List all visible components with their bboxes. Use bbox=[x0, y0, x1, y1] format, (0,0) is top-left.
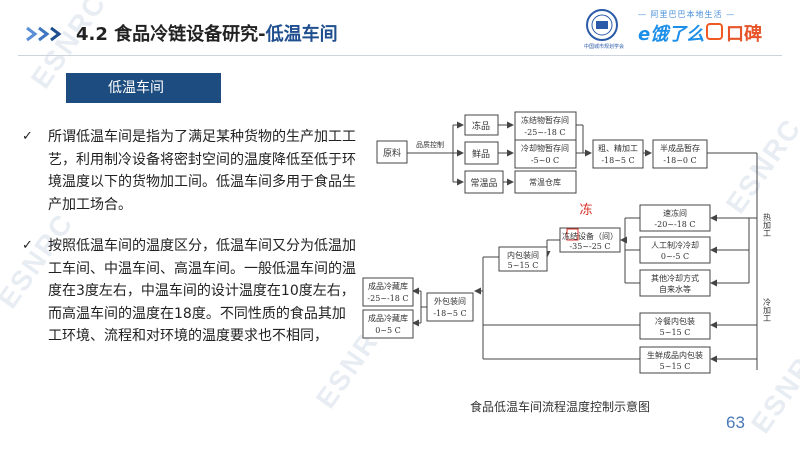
node-raw bbox=[376, 140, 408, 164]
check-icon: ✓ bbox=[22, 129, 33, 144]
label-chill-store-temp: -5~0 C bbox=[531, 156, 559, 165]
node-finished-chill bbox=[362, 309, 414, 339]
check-icon: ✓ bbox=[22, 238, 33, 253]
bullet-text: 按照低温车间的温度区分，低温车间又分为低温加工车间、中温车间、高温车间。一般低温… bbox=[48, 238, 356, 344]
label-quality-control: 品质控制 bbox=[416, 140, 444, 149]
label-finished-chill-name: 成品冷藏库 bbox=[368, 313, 408, 323]
label-other-cool-note: 自来水等 bbox=[659, 284, 691, 294]
label-semi-store-temp: -18~0 C bbox=[663, 156, 696, 165]
label-finished-chill-temp: 0~5 C bbox=[375, 326, 401, 335]
label-handwritten: 冻 bbox=[579, 202, 592, 218]
bullet-item: ✓ 按照低温车间的温度区分，低温车间又分为低温加工车间、中温车间、高温车间。一般… bbox=[22, 235, 357, 348]
label-cold-processing: 冷加工 bbox=[763, 297, 772, 322]
node-frozen-store bbox=[514, 111, 577, 141]
eleme-logo: e饿了么 bbox=[638, 24, 705, 45]
node-ambient-store bbox=[514, 170, 577, 194]
page-number: 63 bbox=[726, 413, 745, 432]
label-frozen-store-temp: -25~-18 C bbox=[524, 128, 565, 137]
label-fresh-pack-temp: 5~15 C bbox=[660, 362, 691, 371]
label-inner-pack-name: 内包装间 bbox=[507, 250, 539, 260]
node-meal-pack bbox=[639, 312, 711, 340]
label-ambient-store: 常温仓库 bbox=[529, 177, 561, 187]
title-divider bbox=[18, 55, 782, 56]
node-frozen bbox=[464, 114, 499, 136]
node-quick-freeze bbox=[639, 204, 711, 232]
label-inner-pack-temp: 5~15 C bbox=[508, 261, 539, 270]
label-processing-temp: -18~5 C bbox=[601, 156, 634, 165]
koubei-icon bbox=[706, 23, 723, 40]
label-semi-store-name: 半成品暂存 bbox=[660, 143, 700, 153]
page-title-prefix: 4.2 食品冷链设备研究- bbox=[76, 24, 266, 45]
page-title: 4.2 食品冷链设备研究-低温车间 bbox=[76, 20, 338, 46]
label-fresh: 鲜品 bbox=[472, 148, 490, 160]
label-finished-cold-temp: -25~-18 C bbox=[367, 294, 408, 303]
brand-slogan: — 阿里巴巴本地生活 — bbox=[638, 10, 736, 19]
page-title-highlight: 低温车间 bbox=[265, 24, 338, 45]
label-freeze-device-temp: -35~-25 C bbox=[569, 242, 610, 251]
node-artificial-cool bbox=[639, 236, 711, 264]
label-quick-freeze-name: 速冻间 bbox=[663, 208, 687, 218]
label-chill-store-name: 冷却物暂存间 bbox=[521, 143, 569, 153]
label-other-cool-name: 其他冷却方式 bbox=[651, 273, 699, 283]
node-outer-pack bbox=[426, 292, 474, 322]
bullet-item: ✓ 所谓低温车间是指为了满足某种货物的生产加工工艺，利用制冷设备将密封空间的温度… bbox=[22, 126, 357, 216]
label-meal-pack-name: 冷餐内包装 bbox=[655, 316, 695, 326]
node-ambient bbox=[464, 170, 504, 194]
label-artificial-cool-temp: 0~-5 C bbox=[661, 252, 689, 261]
label-meal-pack-temp: 5~15 C bbox=[660, 328, 691, 337]
label-processing-name: 粗、精加工 bbox=[598, 143, 638, 153]
label-freeze-device-name: 冻结设备（间） bbox=[562, 231, 618, 241]
section-label: 低温车间 bbox=[66, 73, 221, 103]
label-raw: 原料 bbox=[383, 147, 401, 159]
seal-caption: 中国城市规划学会 bbox=[583, 44, 624, 50]
bullet-text: 所谓低温车间是指为了满足某种货物的生产加工工艺，利用制冷设备将密封空间的温度降低… bbox=[48, 129, 356, 213]
node-chill-store bbox=[514, 139, 577, 169]
node-other-cool bbox=[639, 269, 711, 297]
node-processing bbox=[592, 139, 644, 169]
temperature-flow-diagram: 原料 品质控制 冻品 鲜品 常温品 冻结物暂存间 -25~-18 C 冷却物暂存… bbox=[362, 111, 772, 374]
chevrons-icon bbox=[26, 26, 62, 42]
node-fresh bbox=[464, 141, 499, 165]
handwritten-mark bbox=[566, 228, 579, 241]
label-ambient: 常温品 bbox=[470, 177, 497, 189]
node-finished-cold bbox=[362, 277, 414, 307]
flow-connectors bbox=[407, 121, 758, 370]
label-frozen: 冻品 bbox=[472, 120, 490, 132]
label-fresh-pack-name: 生鲜成品内包装 bbox=[647, 350, 703, 360]
node-semi-store bbox=[652, 139, 708, 169]
label-outer-pack-temp: -18~5 C bbox=[433, 309, 466, 318]
label-finished-cold-name: 成品冷藏库 bbox=[368, 281, 408, 291]
diagram-caption: 食品低温车间流程温度控制示意图 bbox=[469, 400, 650, 414]
koubei-logo: 口碑 bbox=[726, 24, 762, 45]
node-inner-pack bbox=[498, 246, 548, 272]
label-quick-freeze-temp: -20~-18 C bbox=[654, 220, 695, 229]
label-hot-processing: 热加工 bbox=[763, 212, 772, 237]
seal-logo bbox=[586, 9, 618, 41]
label-frozen-store-name: 冻结物暂存间 bbox=[521, 115, 569, 125]
node-fresh-pack bbox=[639, 346, 711, 374]
label-outer-pack-name: 外包装间 bbox=[434, 296, 466, 306]
label-artificial-cool-name: 人工制冷冷却 bbox=[651, 240, 699, 250]
